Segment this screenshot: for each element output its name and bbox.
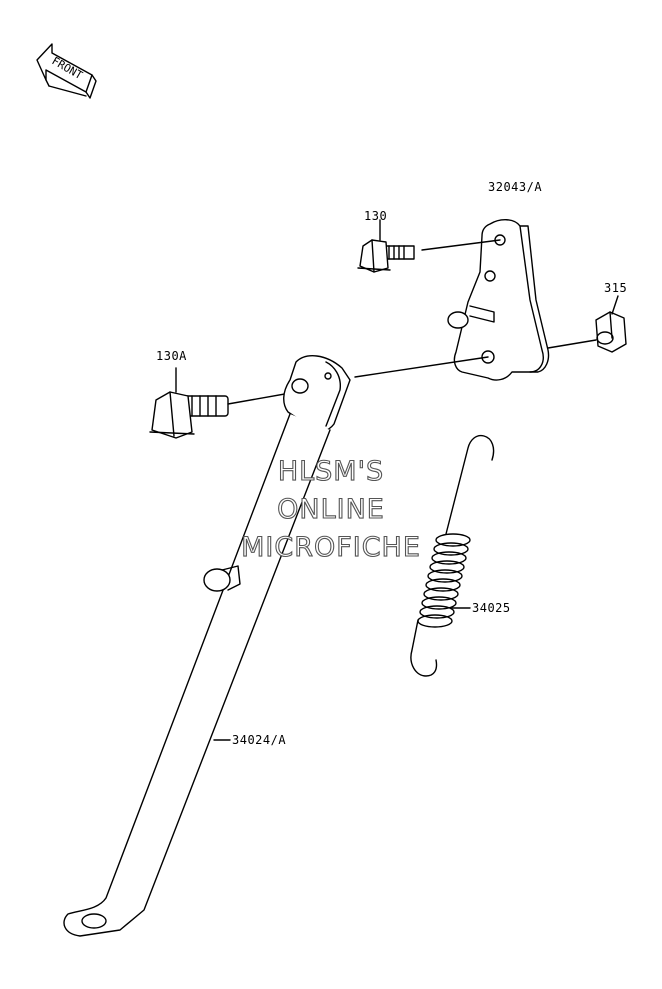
front-arrow-icon: FRONT [36, 43, 97, 99]
bracket-32043 [354, 219, 550, 381]
label-34024: 34024/A [232, 733, 287, 747]
label-32043: 32043/A [488, 180, 543, 194]
nut-315 [547, 295, 627, 353]
label-130: 130 [364, 209, 388, 223]
bolt-130a [149, 367, 297, 439]
label-34025: 34025 [472, 601, 511, 615]
label-130a: 130A [156, 349, 187, 363]
watermark-line-2: ONLINE [277, 493, 385, 525]
bolt-130 [357, 219, 415, 273]
spring-34025 [410, 434, 495, 677]
label-315: 315 [604, 281, 628, 295]
side-stand-34024 [63, 355, 351, 937]
watermark-line-3: MICROFICHE [241, 531, 421, 563]
watermark-line-1: HLSM'S [277, 455, 385, 487]
